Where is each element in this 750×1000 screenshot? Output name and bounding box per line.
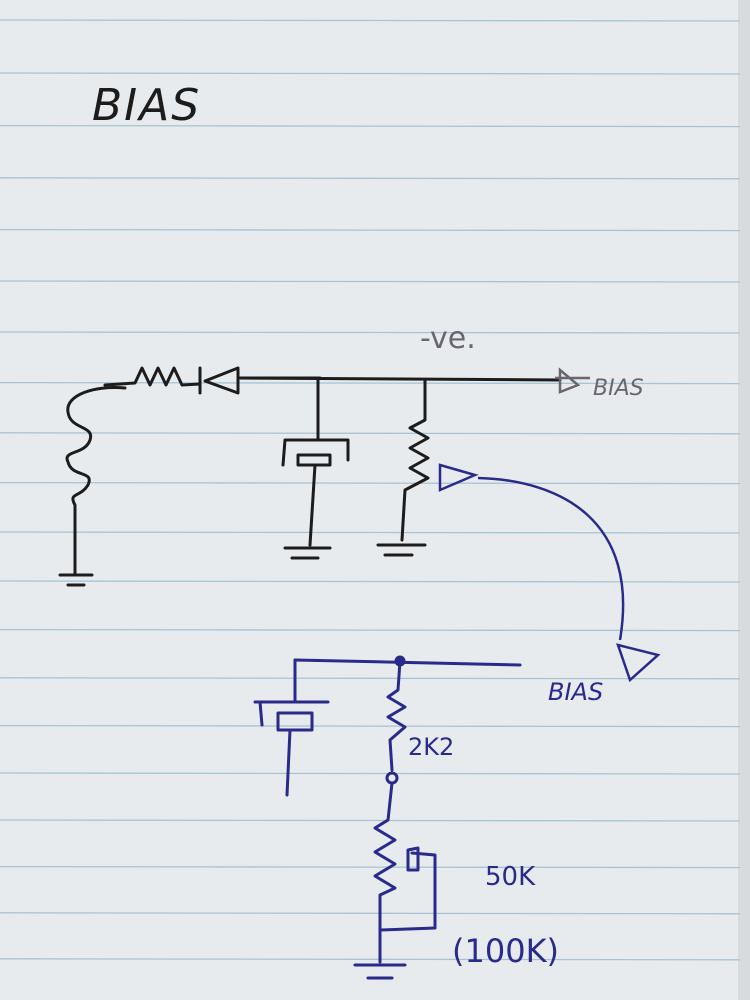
inductor-coil xyxy=(65,385,127,577)
capacitor-branch xyxy=(281,376,350,560)
series-resistor xyxy=(103,366,202,387)
ruled-line xyxy=(0,865,741,869)
potentiometer xyxy=(373,781,437,932)
ruled-line xyxy=(0,228,741,232)
bias-rail xyxy=(293,658,522,667)
polarity-label: -ve. xyxy=(420,321,476,356)
ground-symbol-bottom xyxy=(353,928,407,980)
top-circuit xyxy=(58,366,562,587)
ground-symbol-inductor xyxy=(58,573,94,587)
ruled-line xyxy=(0,19,741,22)
wiper xyxy=(406,846,420,872)
resistor-2k2 xyxy=(386,659,407,772)
page-title: BIAS xyxy=(92,80,201,131)
ruled-lines xyxy=(0,19,741,961)
pot-value-label: 50K xyxy=(485,862,536,892)
ruled-line xyxy=(0,819,741,822)
connection-arrow xyxy=(438,463,661,683)
pot-alt-value-label: (100K) xyxy=(452,932,559,970)
ruled-line xyxy=(0,72,741,75)
bottom-circuit xyxy=(253,655,522,980)
ruled-line xyxy=(0,331,741,334)
bias-output-arrow xyxy=(555,367,590,394)
resistor-branch xyxy=(376,378,430,557)
bias-input-label: BIAS xyxy=(548,678,603,706)
ruled-line xyxy=(0,177,741,180)
paper-edge xyxy=(738,0,750,1000)
ruled-line xyxy=(0,958,741,961)
ruled-line xyxy=(0,432,741,435)
resistor-2k2-label: 2K2 xyxy=(408,733,454,761)
ruled-line xyxy=(0,772,741,775)
main-rail xyxy=(236,376,562,382)
ruled-line xyxy=(0,677,741,680)
bias-output-label: BIAS xyxy=(593,376,644,401)
ruled-line xyxy=(0,280,741,283)
capacitor xyxy=(253,658,330,797)
ruled-line xyxy=(0,531,741,534)
ruled-line xyxy=(0,724,741,728)
ruled-line xyxy=(0,912,741,915)
ruled-line xyxy=(0,481,741,485)
ruled-line xyxy=(0,580,741,583)
ruled-line xyxy=(0,628,741,632)
ruled-line xyxy=(0,124,741,128)
